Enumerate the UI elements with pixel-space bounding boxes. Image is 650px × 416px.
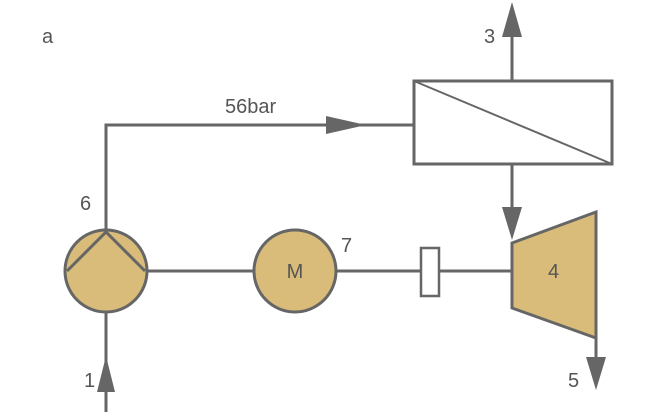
- flow-arrow-outlet: [586, 357, 606, 390]
- flow-arrow-inlet: [97, 356, 115, 392]
- label-turbine: 4: [548, 261, 559, 283]
- motor-symbol: M: [287, 261, 304, 283]
- flow-arrows: [97, 2, 606, 392]
- pipes: [104, 35, 598, 412]
- motor: [252, 228, 338, 314]
- heat-exchanger: [412, 79, 614, 166]
- turbine: [510, 209, 598, 341]
- pump: [63, 228, 149, 314]
- panel-label: a: [42, 26, 54, 48]
- label-outlet: 5: [568, 370, 579, 392]
- label-exchanger-out: 3: [484, 26, 495, 48]
- label-inlet: 1: [84, 370, 95, 392]
- flow-arrow-56bar: [326, 116, 366, 134]
- pipe-pump-to-exchanger: [104, 123, 414, 230]
- label-motor-number: 7: [341, 235, 352, 257]
- pressure-label: 56bar: [225, 96, 276, 118]
- flow-arrow-top-out: [502, 2, 522, 37]
- shaft-coupling: [419, 246, 441, 298]
- flow-arrow-to-turbine: [502, 207, 522, 240]
- label-pump: 6: [80, 193, 91, 215]
